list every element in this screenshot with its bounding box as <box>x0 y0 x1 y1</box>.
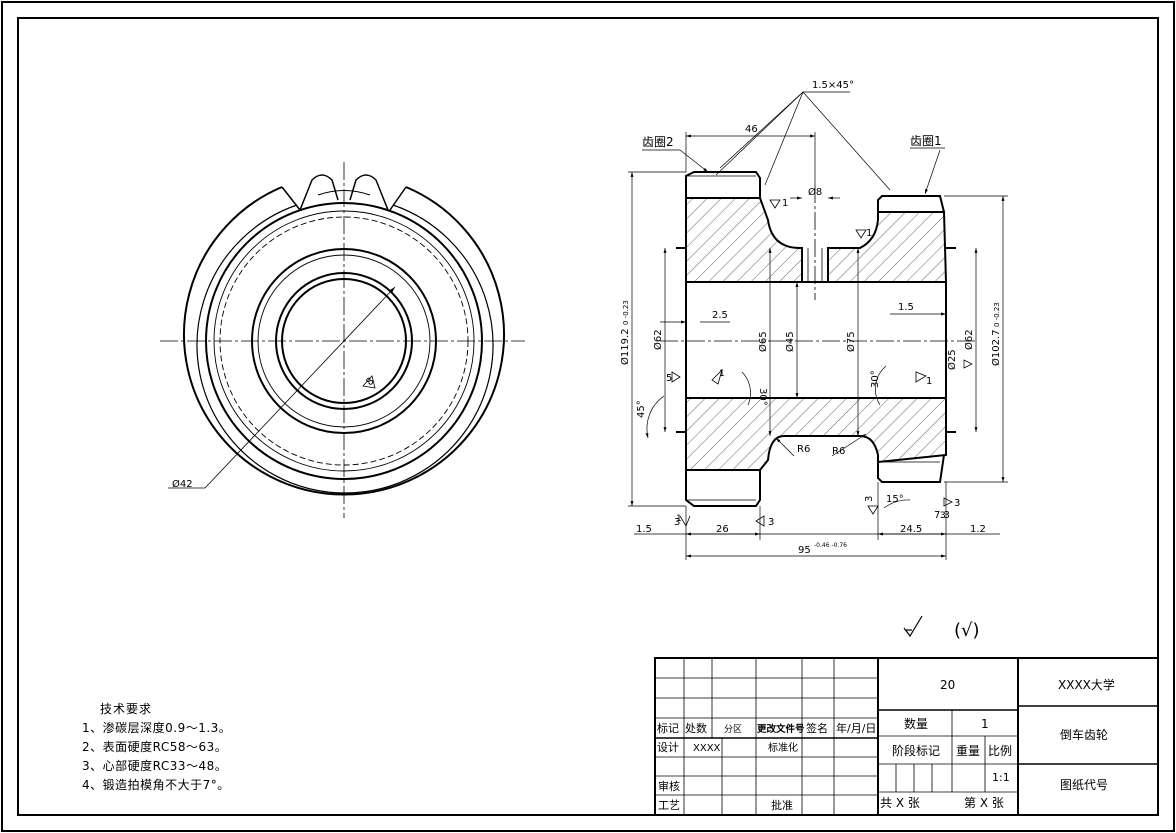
tb-qty-value: 1 <box>981 717 989 731</box>
dim-95: 95 <box>798 545 811 556</box>
label-gear-ring-1: 齿圈1 <box>910 134 942 148</box>
dim-1-b: 1 <box>866 228 872 239</box>
dim-d8: Ø8 <box>808 186 822 198</box>
dim-3-a: 3 <box>674 517 680 528</box>
tb-date: 年/月/日 <box>836 721 876 735</box>
upper-section <box>685 197 803 283</box>
tb-design: 设计 <box>657 741 679 754</box>
roughness-note-text: (√) <box>954 620 980 641</box>
tb-approve: 批准 <box>771 798 793 812</box>
tb-part-name: 倒车齿轮 <box>1060 727 1108 742</box>
label-gear-ring-2: 齿圈2 <box>642 135 674 149</box>
dim-angle-30-right: 30° <box>870 370 881 388</box>
tb-zone: 分区 <box>724 724 742 735</box>
section-view <box>628 91 1008 560</box>
tb-drawing-code: 图纸代号 <box>1060 778 1108 792</box>
tb-sheet-no: 第 X 张 <box>964 796 1004 810</box>
tb-scale-value: 1:1 <box>992 771 1010 784</box>
tech-item-3: 3、心部硬度RC33～48。 <box>82 759 228 773</box>
tb-review: 审核 <box>658 779 680 793</box>
tb-standard: 标准化 <box>768 741 798 754</box>
dim-angle-15: 15° <box>886 494 904 505</box>
inner-border <box>17 17 1159 816</box>
tb-count: 处数 <box>685 722 707 735</box>
dim-d62-left: Ø62 <box>652 329 664 350</box>
label-chamfer: 1.5×45° <box>812 80 854 91</box>
dim-95-tol: -0.46 -0.76 <box>814 542 847 549</box>
dim-d65: Ø65 <box>757 331 769 352</box>
dim-d45: Ø45 <box>784 331 796 352</box>
dim-1-c: 1 <box>926 376 932 387</box>
dim-angle-45: 45° <box>636 400 647 418</box>
dim-1-5-inner: 1.5 <box>898 302 914 313</box>
dim-3-d: 3 <box>954 498 960 509</box>
end-view <box>160 162 525 518</box>
dim-24-5: 24.5 <box>900 524 922 535</box>
tb-change-doc: 更改文件号 <box>757 723 805 735</box>
tech-item-4: 4、锻造拍模角不大于7°。 <box>82 778 230 792</box>
tb-qty-label: 数量 <box>904 716 928 731</box>
tech-item-1: 1、渗碳层深度0.9～1.3。 <box>82 721 232 735</box>
dim-r6-left: R6 <box>797 444 810 455</box>
dim-d42: Ø42 <box>172 478 193 490</box>
dim-7-3: 7.3 <box>934 510 950 521</box>
title-block <box>654 657 1159 816</box>
dim-5: 5 <box>666 373 672 384</box>
dim-3-b: 3 <box>768 517 774 528</box>
dim-d25: Ø25 <box>946 349 958 370</box>
dim-26: 26 <box>716 524 729 535</box>
dim-d102: Ø102.7 <box>990 330 1002 367</box>
dim-1-2: 1.2 <box>970 524 986 535</box>
tb-org: XXXX大学 <box>1058 677 1115 692</box>
tb-total-sheets: 共 X 张 <box>880 796 920 810</box>
dim-d75: Ø75 <box>845 331 857 352</box>
dim-d119: Ø119.2 <box>619 329 631 366</box>
tech-item-2: 2、表面硬度RC58～63。 <box>82 740 228 754</box>
technical-requirements: 技术要求 1、渗碳层深度0.9～1.3。 2、表面硬度RC58～63。 3、心部… <box>82 700 382 795</box>
tb-sign: 签名 <box>806 721 828 735</box>
dim-d119-tol: 0 -0.23 <box>622 300 630 325</box>
dim-1-5-left: 1.5 <box>636 524 652 535</box>
tb-mark: 标记 <box>657 721 679 735</box>
tb-scale: 比例 <box>988 744 1012 758</box>
tb-stage-mark: 阶段标记 <box>892 743 940 758</box>
dim-r6-right: R6 <box>832 446 845 457</box>
tech-title: 技术要求 <box>100 702 153 716</box>
roughness-note <box>903 615 923 638</box>
dim-d62-right: Ø62 <box>963 329 975 350</box>
tb-weight: 重量 <box>956 744 980 758</box>
lower-section <box>685 397 947 471</box>
dim-angle-30-left: 30° <box>757 388 768 406</box>
tb-process: 工艺 <box>658 799 680 812</box>
dim-3-c: 3 <box>864 496 875 502</box>
tb-material: 20 <box>940 678 955 692</box>
dim-1-a: 1 <box>782 198 788 209</box>
dim-d102-tol: 0 -0.23 <box>993 302 1001 327</box>
dim-2-5: 2.5 <box>712 310 728 321</box>
dim-46: 46 <box>745 124 758 135</box>
tb-designer: XXXX <box>693 743 721 754</box>
